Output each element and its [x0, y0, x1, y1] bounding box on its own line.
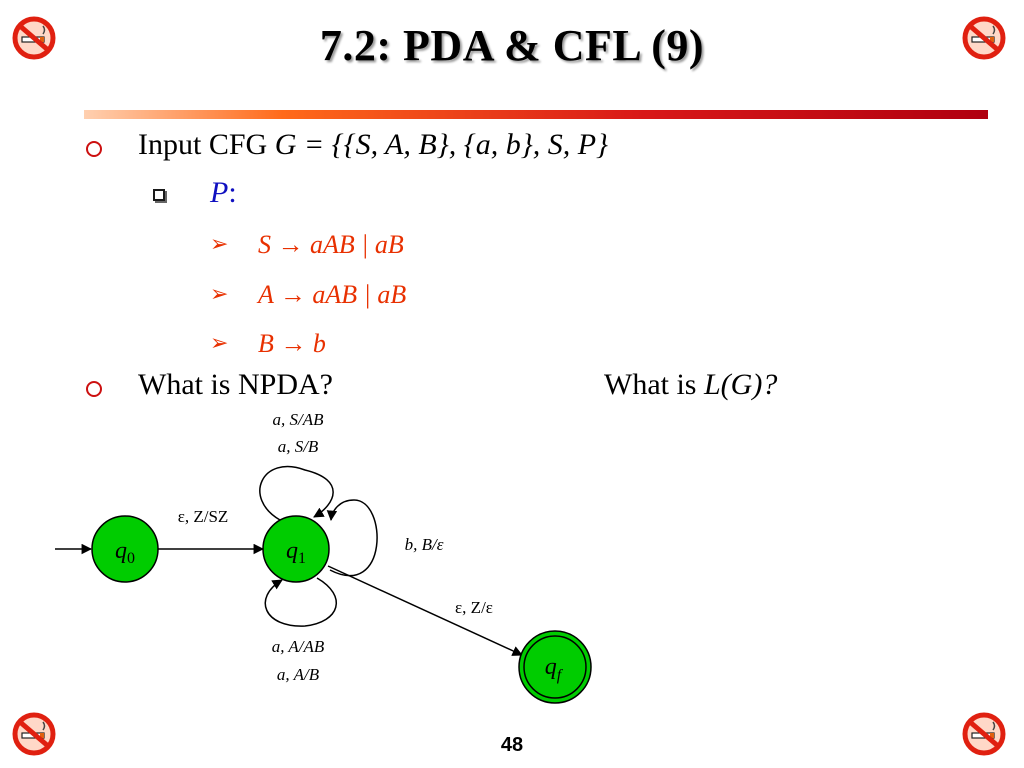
- arrow-bullet-icon: ➢: [210, 282, 229, 307]
- state-q1-label: q1: [286, 538, 306, 567]
- page-number: 48: [500, 734, 524, 756]
- production-item: B → b: [258, 329, 326, 358]
- state-q0-label: q0: [115, 538, 135, 567]
- production-item: S → aAB | aB: [258, 230, 404, 259]
- label-loop-top-1: a, S/AB: [273, 410, 325, 429]
- circle-bullet-icon: [86, 381, 102, 397]
- state-qf-label: qf: [545, 654, 564, 684]
- question-language-prefix: What is: [604, 368, 704, 401]
- no-smoking-icon: [962, 16, 1006, 60]
- arrow-bullet-icon: ➢: [210, 232, 229, 257]
- edge-q1-loop-bottom: [264, 577, 337, 627]
- question-language: What is L(G)?: [604, 368, 777, 402]
- state-q1: q1: [262, 515, 330, 583]
- label-loop-top-2: a, S/B: [278, 437, 319, 456]
- state-qf: qf: [518, 630, 592, 704]
- edge-q1-loop-right: [326, 499, 378, 577]
- label-q1-qf: ε, Z/ε: [455, 598, 493, 617]
- productions-colon: :: [228, 176, 237, 209]
- arrow-bullet-icon: ➢: [210, 331, 229, 356]
- no-smoking-icon: [12, 712, 56, 756]
- edge-q1-qf: [327, 565, 523, 656]
- square-bullet-icon: [153, 189, 165, 201]
- bullet-input-cfg: Input CFG G = {{S, A, B}, {a, b}, S, P}: [138, 128, 608, 162]
- question-language-formula: L(G)?: [703, 368, 778, 401]
- no-smoking-icon: [962, 712, 1006, 756]
- slide-title: 7.2: PDA & CFL (9): [319, 21, 705, 70]
- state-q0: q0: [91, 515, 159, 583]
- input-cfg-prefix: Input CFG: [138, 128, 275, 161]
- productions-label: P: [210, 176, 229, 209]
- no-smoking-icon: [12, 16, 56, 60]
- title-divider: [84, 110, 988, 119]
- edge-q1-loop-top: [259, 465, 334, 521]
- label-loop-bottom-1: a, A/AB: [272, 637, 325, 656]
- label-loop-bottom-2: a, A/B: [277, 665, 320, 684]
- circle-bullet-icon: [86, 141, 102, 157]
- production-item: A → aAB | aB: [258, 280, 407, 309]
- productions-heading: P:: [210, 176, 237, 210]
- label-q0-q1: ε, Z/SZ: [178, 507, 229, 526]
- label-loop-right: b, B/ε: [405, 535, 444, 554]
- question-npda: What is NPDA?: [138, 368, 333, 401]
- input-cfg-formula: G = {{S, A, B}, {a, b}, S, P}: [274, 128, 609, 161]
